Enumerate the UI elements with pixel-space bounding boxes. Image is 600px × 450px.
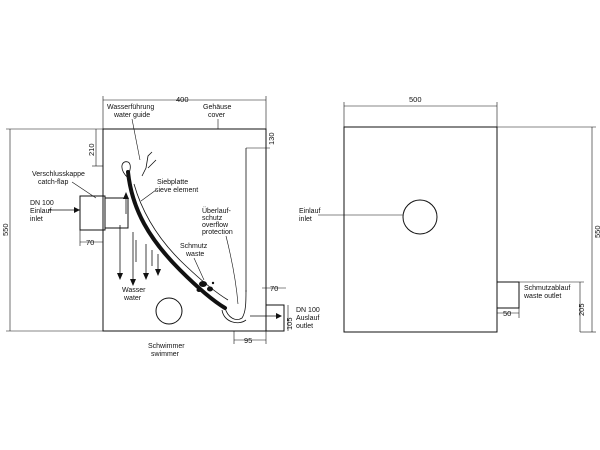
right-waste-outlet-socket [496, 281, 520, 309]
dim-400: 400 [176, 95, 189, 104]
label-catch-flap-de: Verschlusskappe [32, 171, 85, 178]
label-sieve-de: Siebplatte [157, 179, 188, 186]
swimmer-float [155, 297, 183, 325]
label-right-inlet-en: inlet [299, 216, 312, 223]
label-swimmer-en: swimmer [151, 351, 180, 358]
label-inlet-de: Einlauf [30, 208, 51, 215]
dim-130: 130 [267, 132, 276, 145]
outlet-arrow-icon [276, 313, 282, 319]
dim-70-right: 70 [270, 284, 278, 293]
dim-50: 50 [503, 309, 511, 318]
dim-550-left: 550 [1, 223, 10, 236]
dim-500: 500 [409, 95, 422, 104]
outlet-socket [265, 304, 285, 332]
dim-70-left: 70 [86, 238, 94, 247]
sieve-element [126, 170, 227, 310]
water-guide-bracket [141, 151, 153, 177]
dim-205: 205 [577, 303, 586, 316]
label-waste-en: waste [185, 251, 204, 258]
right-view: 500 550 Einlauf inlet Schmutzablauf wast… [299, 95, 600, 333]
label-outlet-de: Auslauf [296, 315, 319, 322]
label-outlet-en: outlet [296, 323, 313, 330]
label-overflow-3: overflow [202, 222, 229, 229]
right-housing-outline [343, 126, 498, 333]
label-sieve-en: sieve element [155, 187, 198, 194]
label-water-guide-en: water guide [113, 112, 150, 119]
label-overflow-2: schutz [202, 215, 223, 222]
label-waste-outlet-de: Schmutzablauf [524, 285, 570, 292]
label-outlet-dn: DN 100 [296, 307, 320, 314]
dim-550-right: 550 [593, 225, 600, 238]
label-waste-de: Schmutz [180, 243, 208, 250]
dim-95: 95 [244, 336, 252, 345]
label-swimmer-de: Schwimmer [148, 343, 185, 350]
inlet-pipe [79, 195, 106, 231]
label-water-de: Wasser [122, 287, 146, 294]
left-view: 400 Wasserführung water guide Gehäuse co… [1, 95, 320, 358]
label-waste-outlet-en: waste outlet [523, 293, 561, 300]
inlet-socket [104, 197, 129, 229]
label-water-en: water [123, 295, 142, 302]
label-cover-de: Gehäuse [203, 104, 232, 111]
dim-210: 210 [87, 143, 96, 156]
inlet-arrow-icon [74, 207, 80, 213]
right-inlet-circle [402, 199, 438, 235]
label-overflow-4: protection [202, 229, 233, 236]
label-overflow-1: Überlauf- [202, 207, 231, 215]
dim-105: 105 [285, 317, 294, 330]
water-flow-arrows [117, 192, 161, 286]
waste-particles-icon [196, 281, 215, 292]
label-cover-en: cover [208, 112, 226, 119]
label-inlet-en: inlet [30, 216, 43, 223]
label-inlet-dn: DN 100 [30, 200, 54, 207]
label-water-guide-de: Wasserführung [107, 104, 154, 111]
label-right-inlet-de: Einlauf [299, 208, 320, 215]
label-catch-flap-en: catch-flap [38, 179, 68, 186]
